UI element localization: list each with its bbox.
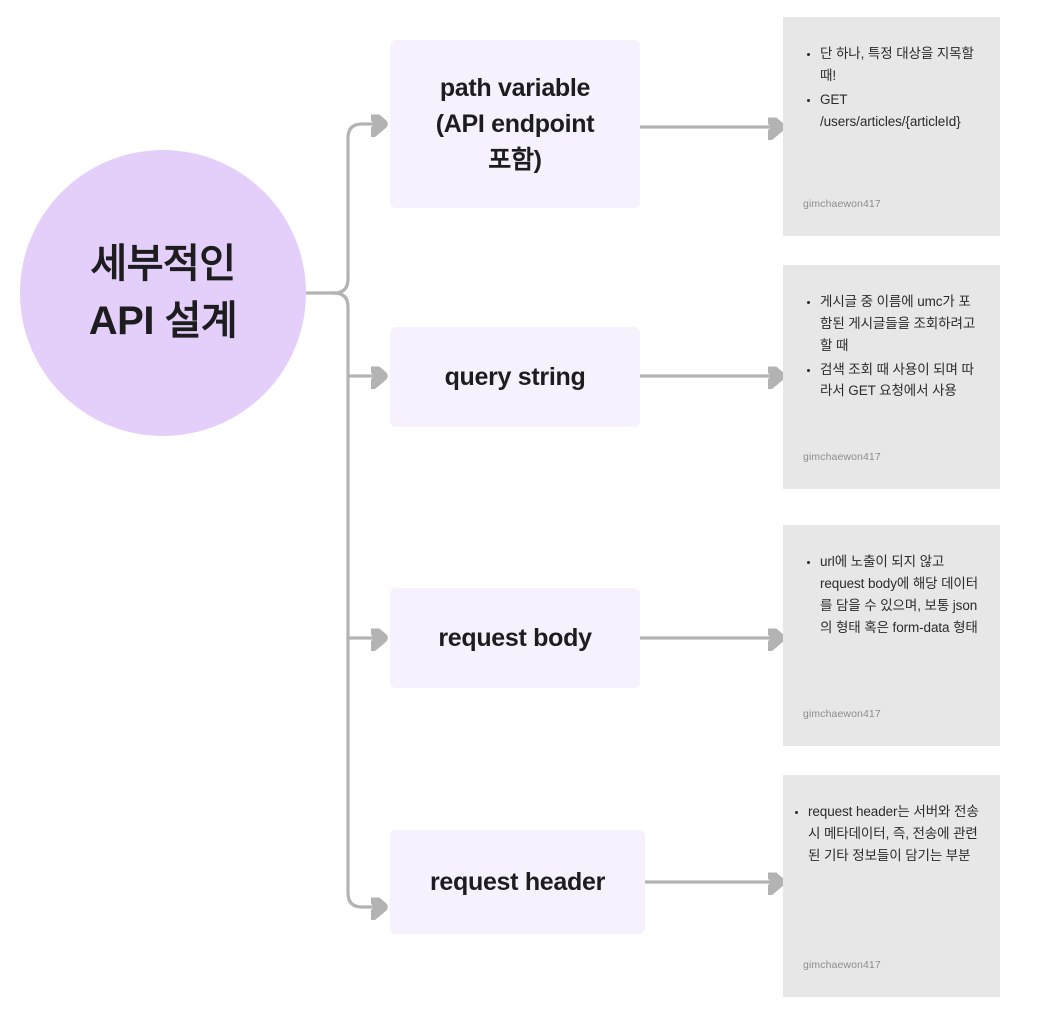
node-query-string[interactable]: query string bbox=[390, 327, 640, 427]
note-bullet: 게시글 중 이름에 umc가 포함된 게시글들을 조회하려고 할 때 bbox=[820, 291, 980, 357]
branch-4-connector bbox=[332, 291, 375, 907]
note-bullet-list: url에 노출이 되지 않고 request body에 해당 데이터를 담을 … bbox=[803, 551, 980, 640]
node-request-body[interactable]: request body bbox=[390, 588, 640, 688]
note-author: gimchaewon417 bbox=[803, 708, 881, 720]
note-card-path-variable[interactable]: 단 하나, 특정 대상을 지목할 때! GET /users/articles/… bbox=[783, 17, 1000, 236]
root-node-line-1: 세부적인 bbox=[90, 242, 236, 287]
root-node-line-2: API 설계 bbox=[88, 299, 238, 343]
node-request-header[interactable]: request header bbox=[390, 830, 645, 934]
note-card-query-string[interactable]: 게시글 중 이름에 umc가 포함된 게시글들을 조회하려고 할 때 검색 조회… bbox=[783, 265, 1000, 489]
node-line-3: 포함) bbox=[488, 146, 542, 175]
note-card-request-header[interactable]: request header는 서버와 전송 시 메타데이터, 즉, 전송에 관… bbox=[783, 775, 1000, 997]
note-bullet: 단 하나, 특정 대상을 지목할 때! bbox=[820, 43, 980, 87]
node-line-1: path variable bbox=[439, 73, 591, 102]
note-bullet-list: 게시글 중 이름에 umc가 포함된 게시글들을 조회하려고 할 때 검색 조회… bbox=[803, 291, 980, 404]
note-bullet: GET /users/articles/{articleId} bbox=[820, 89, 980, 133]
note-author: gimchaewon417 bbox=[803, 451, 881, 463]
note-author: gimchaewon417 bbox=[803, 959, 881, 971]
note-bullet-list: request header는 서버와 전송 시 메타데이터, 즉, 전송에 관… bbox=[803, 801, 980, 869]
root-node-api-design[interactable]: 세부적인 API 설계 bbox=[20, 150, 306, 436]
note-bullet: 검색 조회 때 사용이 되며 따라서 GET 요청에서 사용 bbox=[820, 359, 980, 403]
node-request-body-label: request body bbox=[438, 623, 592, 652]
node-query-string-label: query string bbox=[444, 362, 586, 391]
branch-1-connector bbox=[332, 124, 375, 295]
note-bullet: request header는 서버와 전송 시 메타데이터, 즉, 전송에 관… bbox=[808, 801, 980, 867]
note-card-request-body[interactable]: url에 노출이 되지 않고 request body에 해당 데이터를 담을 … bbox=[783, 525, 1000, 746]
node-path-variable[interactable]: path variable (API endpoint 포함) bbox=[390, 40, 640, 208]
node-request-header-label: request header bbox=[429, 867, 606, 896]
note-bullet-list: 단 하나, 특정 대상을 지목할 때! GET /users/articles/… bbox=[803, 43, 980, 134]
note-bullet: url에 노출이 되지 않고 request body에 해당 데이터를 담을 … bbox=[820, 551, 980, 638]
note-author: gimchaewon417 bbox=[803, 198, 881, 210]
node-line-2: (API endpoint bbox=[435, 109, 595, 138]
node-path-variable-label: path variable (API endpoint 포함) bbox=[436, 70, 595, 179]
